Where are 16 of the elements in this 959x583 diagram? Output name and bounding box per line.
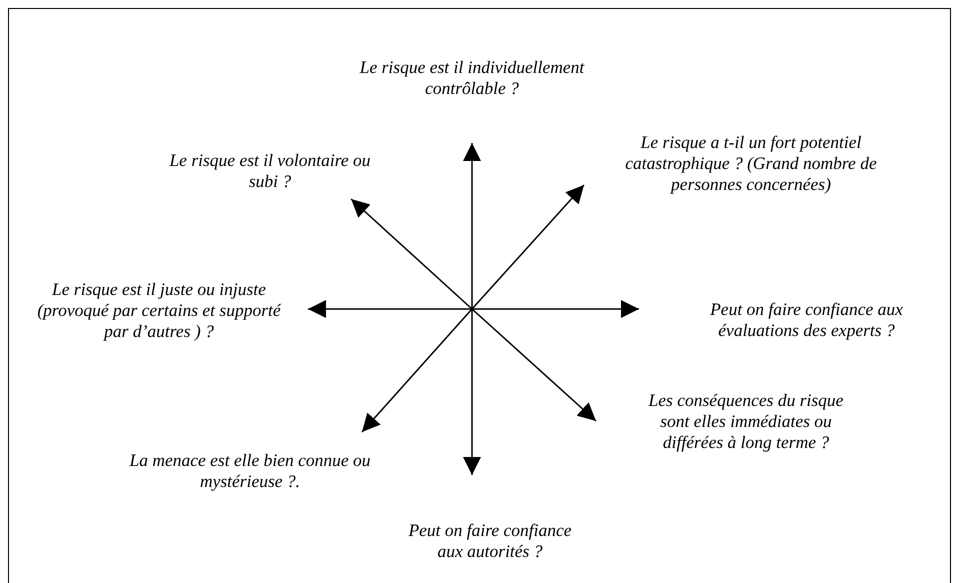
question-text: Peut on faire confiance aux autorités ? bbox=[407, 520, 573, 562]
question-text: Le risque est il juste ou injuste (provoqué par certains et supporté par d’autres ) ? bbox=[36, 279, 282, 342]
question-text: Les conséquences du risque sont elles immédiates ou différées à long terme ? bbox=[647, 390, 844, 453]
arrow bbox=[471, 184, 585, 310]
arrow bbox=[463, 309, 481, 475]
question-text: Peut on faire confiance aux évaluations des experts ? bbox=[709, 299, 904, 341]
question-text: La menace est elle bien connue ou mystérieuse ?. bbox=[128, 450, 372, 492]
arrow bbox=[472, 300, 639, 318]
arrow bbox=[361, 308, 473, 432]
arrow bbox=[308, 300, 472, 318]
arrow bbox=[472, 308, 596, 422]
arrow bbox=[350, 198, 472, 310]
question-text: Le risque est il volontaire ou subi ? bbox=[168, 150, 372, 192]
arrow bbox=[463, 143, 481, 309]
question-text: Le risque est il individuellement contrôlable ? bbox=[358, 57, 586, 99]
question-text: Le risque a t-il un fort potentiel catastrophique ? (Grand nombre de personnes concernées) bbox=[624, 132, 878, 195]
